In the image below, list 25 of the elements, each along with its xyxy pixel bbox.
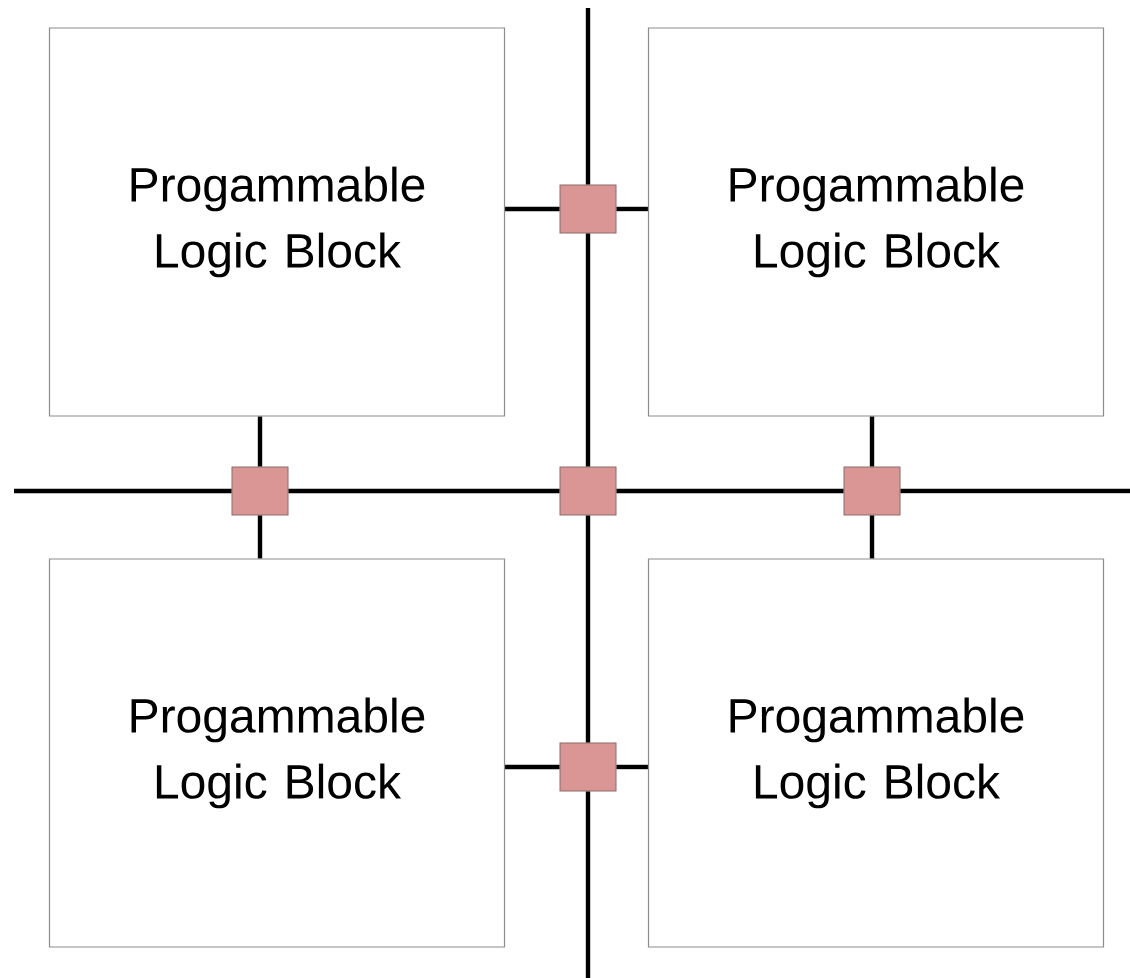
wire (257, 515, 263, 559)
logic-block: Progammable Logic Block (647, 558, 1105, 948)
wire (505, 206, 560, 212)
wire (900, 488, 1130, 494)
wire (585, 791, 591, 978)
wire (585, 515, 591, 743)
wire (616, 764, 648, 770)
wire (585, 8, 591, 185)
wire (869, 515, 875, 559)
logic-block: Progammable Logic Block (48, 27, 506, 417)
wire (505, 764, 560, 770)
wire (869, 416, 875, 467)
wire (616, 488, 844, 494)
wire (257, 416, 263, 467)
switch-box (559, 742, 617, 792)
wire (288, 488, 560, 494)
wire (616, 206, 648, 212)
wire (585, 233, 591, 467)
wire (14, 488, 232, 494)
switch-box (843, 466, 901, 516)
switch-box (559, 184, 617, 234)
logic-block: Progammable Logic Block (48, 558, 506, 948)
switch-box (231, 466, 289, 516)
switch-box (559, 466, 617, 516)
logic-block: Progammable Logic Block (647, 27, 1105, 417)
